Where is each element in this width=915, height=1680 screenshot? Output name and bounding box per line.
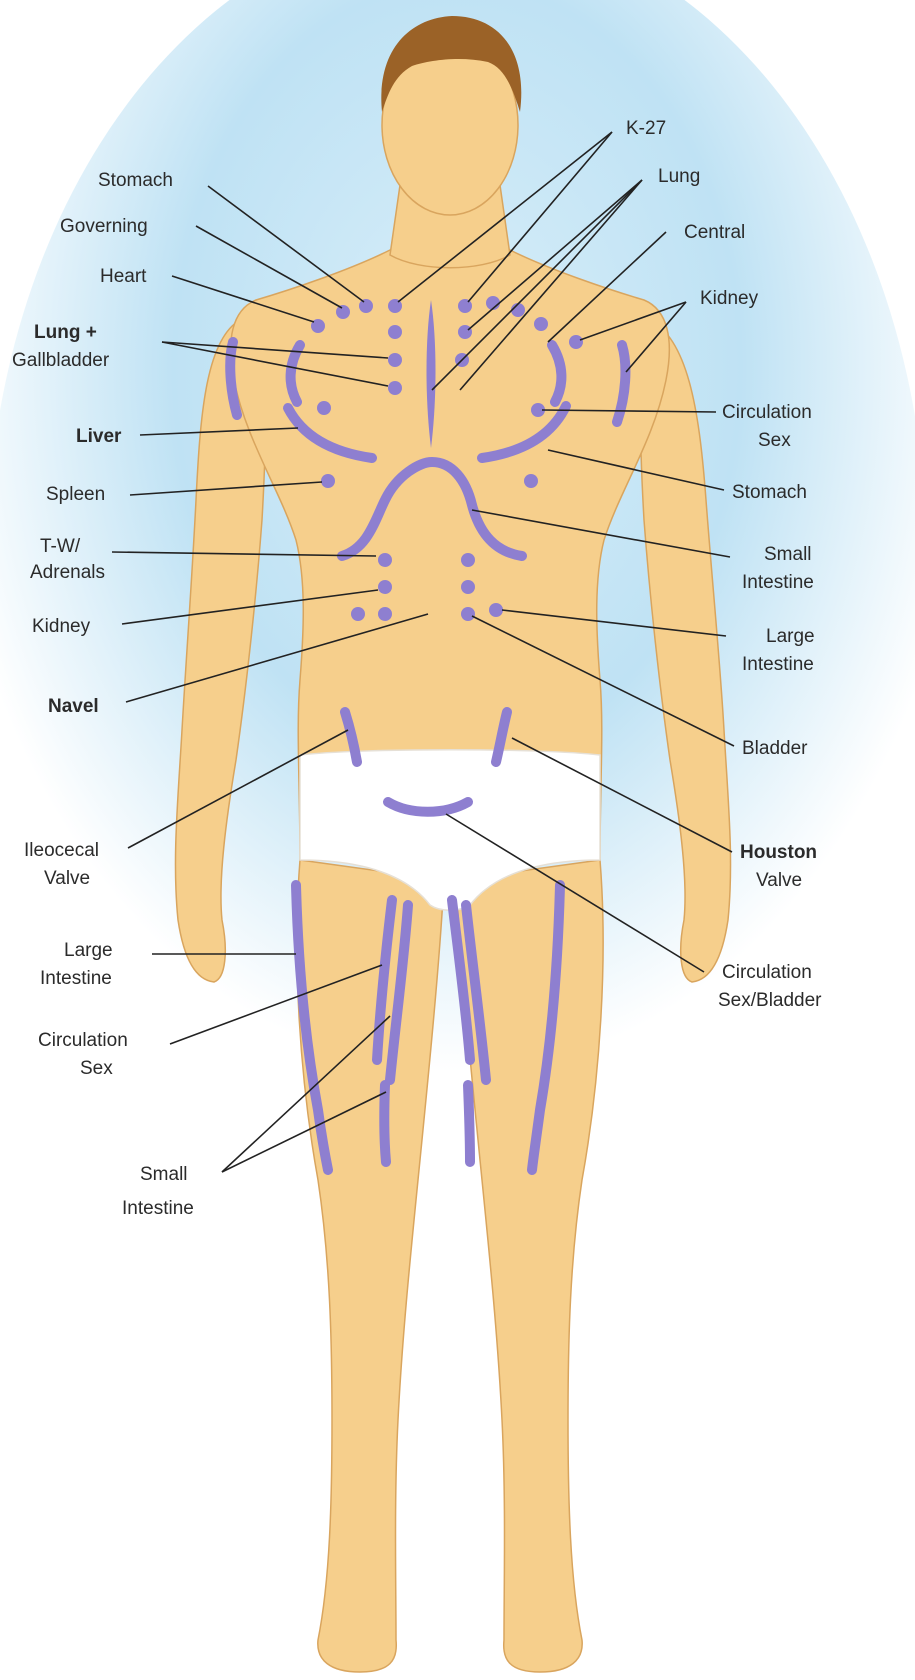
left-leg (297, 860, 444, 1672)
label-large-int-r-line1: Large (766, 626, 815, 647)
point-kidney-r (461, 580, 475, 594)
label-kidney-left: Kidney (32, 616, 91, 637)
label-houston-line1: Houston (740, 842, 817, 863)
label-central: Central (684, 222, 745, 243)
label-kidney-right: Kidney (700, 288, 759, 309)
point-tw-l (378, 553, 392, 567)
point-spleen (321, 474, 335, 488)
label-circ-sex-r-line1: Circulation (722, 402, 812, 423)
label-heart: Heart (100, 266, 147, 287)
label-navel: Navel (48, 696, 99, 717)
leg-left-lower (384, 1085, 386, 1162)
label-small-int-r-line2: Intestine (742, 572, 814, 593)
point-tw-r (461, 553, 475, 567)
point-navel-l2 (378, 607, 392, 621)
label-circ-bladder-line1: Circulation (722, 962, 812, 983)
label-lung-top: Lung (658, 166, 700, 187)
label-governing: Governing (60, 216, 148, 237)
label-spleen: Spleen (46, 484, 105, 505)
label-circ-sex-l-line1: Circulation (38, 1030, 128, 1051)
label-small-int-l-line2: Intestine (122, 1198, 194, 1219)
point-lung-l3 (388, 381, 402, 395)
point-k27-r (458, 299, 472, 313)
point-large-int (489, 603, 503, 617)
point-bladder (461, 607, 475, 621)
label-stomach-right: Stomach (732, 482, 807, 503)
label-small-int-r-line1: Small (764, 544, 812, 565)
label-large-int-l-line2: Intestine (40, 968, 112, 989)
label-small-int-l-line1: Small (140, 1164, 188, 1185)
point-stomach-l (359, 299, 373, 313)
label-large-int-l-line1: Large (64, 940, 113, 961)
point-lung-l1 (388, 325, 402, 339)
label-ileocecal-line1: Ileocecal (24, 840, 99, 861)
label-houston-line2: Valve (756, 870, 802, 891)
label-large-int-r-line2: Intestine (742, 654, 814, 675)
label-circ-bladder-line2: Sex/Bladder (718, 990, 822, 1011)
point-navel-l1 (351, 607, 365, 621)
label-lung-gb-line2: Gallbladder (12, 350, 110, 371)
point-governing-l (336, 305, 350, 319)
label-tw-line2: Adrenals (30, 562, 105, 583)
label-tw-line1: T-W/ (40, 536, 81, 557)
point-stomach-lower (524, 474, 538, 488)
label-liver: Liver (76, 426, 122, 447)
point-lung-r1 (458, 325, 472, 339)
label-lung-gb-line1: Lung + (34, 322, 97, 343)
label-bladder: Bladder (742, 738, 808, 759)
point-lung-l2 (388, 353, 402, 367)
label-k27: K-27 (626, 118, 666, 139)
point-kidney-shoulder (569, 335, 583, 349)
point-liver (317, 401, 331, 415)
leg-right-lower (468, 1085, 470, 1162)
label-stomach-top: Stomach (98, 170, 173, 191)
label-circ-sex-r-line2: Sex (758, 430, 791, 451)
label-circ-sex-l-line2: Sex (80, 1058, 113, 1079)
point-kidney-l (378, 580, 392, 594)
label-ileocecal-line2: Valve (44, 868, 90, 889)
point-heart-r (534, 317, 548, 331)
